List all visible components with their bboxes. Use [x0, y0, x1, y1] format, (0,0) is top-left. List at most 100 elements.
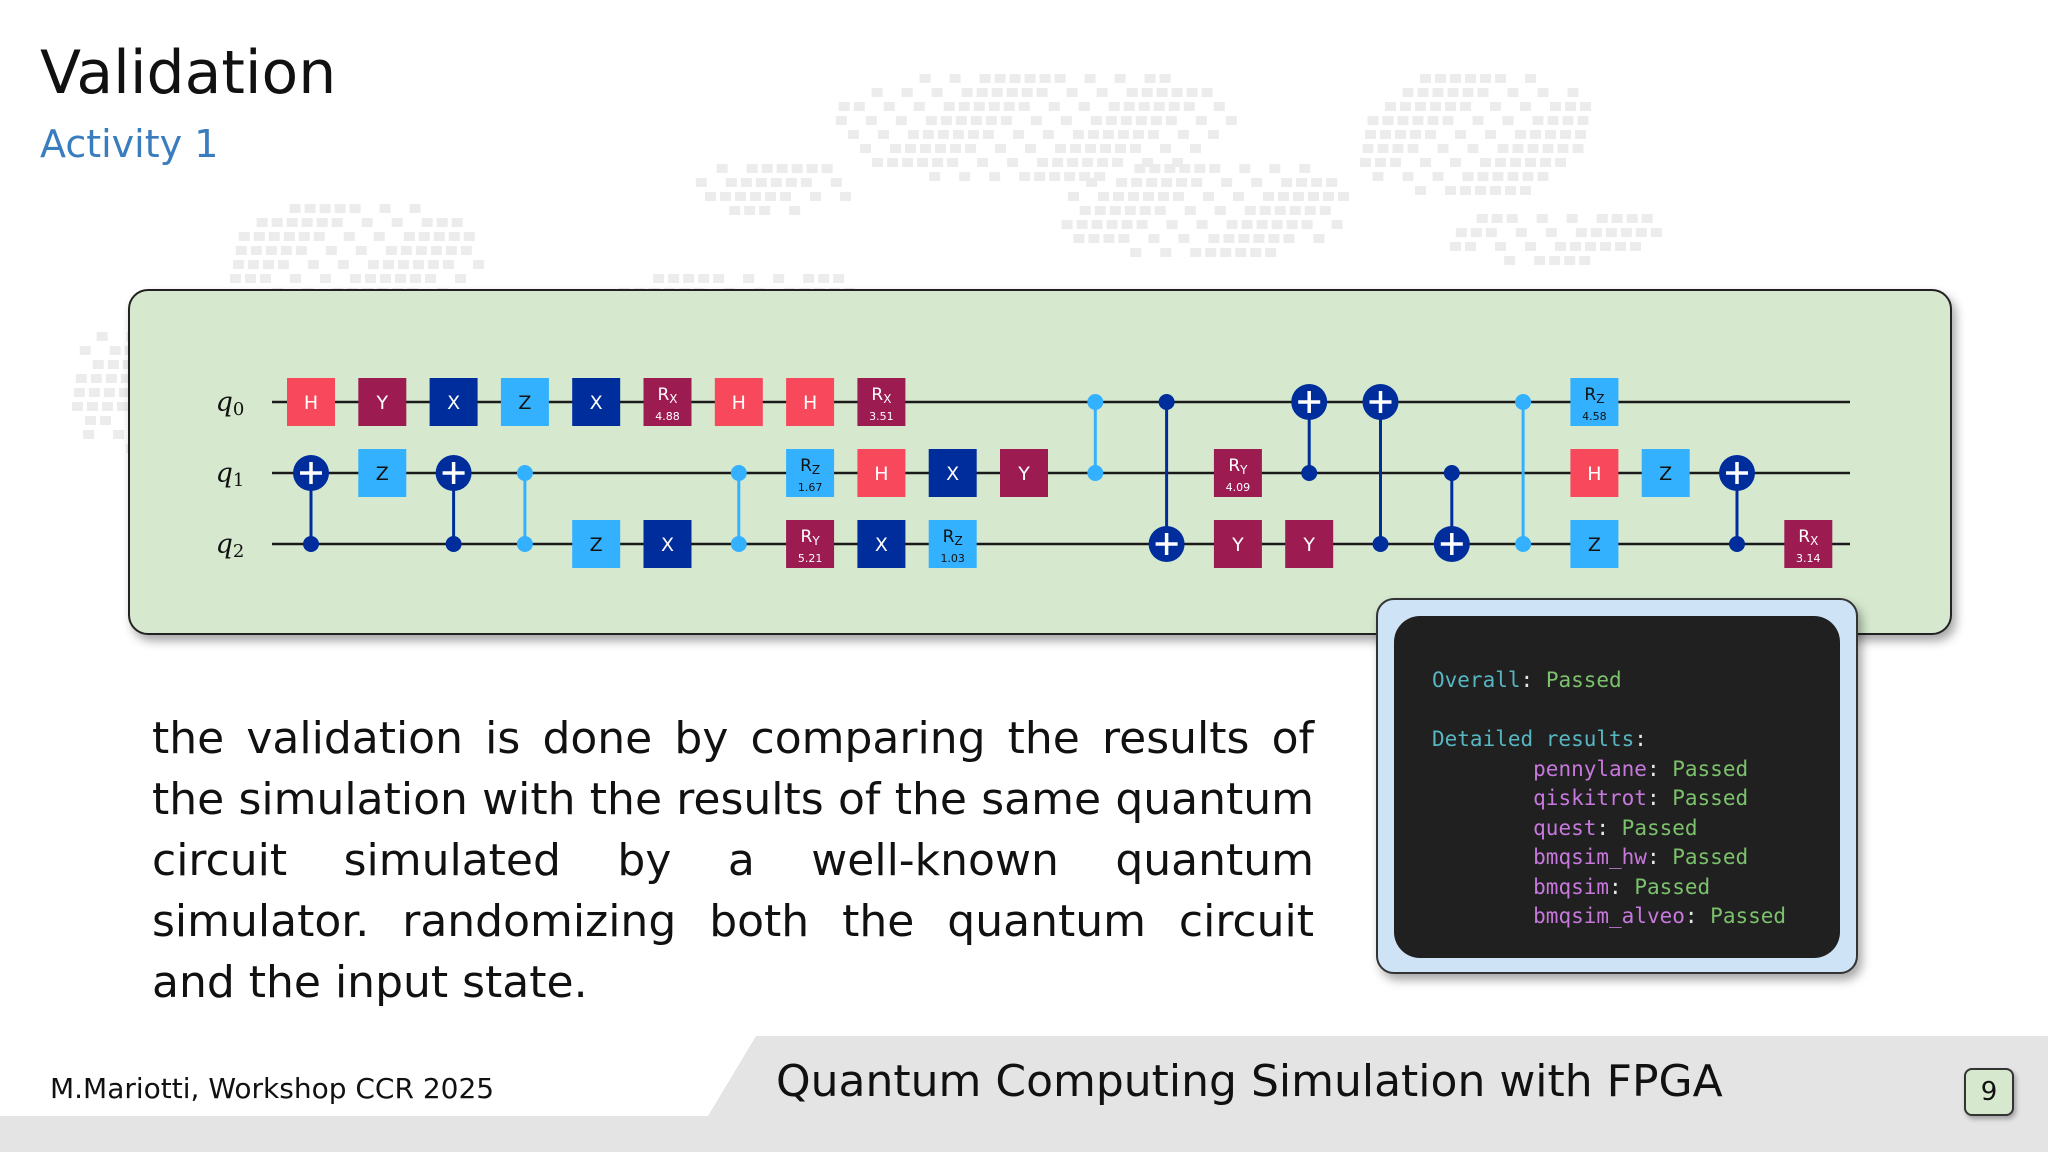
- control-dot: [1443, 465, 1460, 481]
- page-number: 9: [1964, 1068, 2014, 1116]
- cz-dot: [1087, 465, 1104, 481]
- gate-rz: [786, 449, 835, 497]
- footer-band: [708, 1036, 2048, 1116]
- gate-rx: [857, 378, 906, 426]
- gate-y: [358, 378, 407, 426]
- gate-x: [429, 378, 478, 426]
- cz-dot: [516, 536, 533, 552]
- gate-label: H: [1587, 463, 1601, 485]
- gate-label: H: [732, 392, 746, 414]
- gate-param: 4.09: [1226, 481, 1251, 494]
- control-dot: [1301, 465, 1318, 481]
- gate-label: X: [447, 392, 460, 414]
- footer: M.Mariotti, Workshop CCR 2025 Quantum Co…: [0, 1036, 2048, 1152]
- cz-dot: [1515, 536, 1532, 552]
- gate-y: [1000, 449, 1048, 497]
- gate-h: [786, 378, 835, 426]
- gate-label: X: [875, 534, 888, 556]
- gate-label: H: [304, 392, 318, 414]
- gate-label: Z: [376, 463, 389, 485]
- gate-z: [500, 378, 549, 426]
- simulator-name: bmqsim_hw: [1533, 845, 1647, 869]
- qubit-label: q0: [216, 387, 245, 420]
- simulator-status: Passed: [1710, 904, 1787, 928]
- cz-dot: [730, 465, 747, 481]
- gate-z: [1641, 449, 1690, 497]
- simulator-name: qiskitrot: [1533, 786, 1647, 810]
- gate-label: Z: [590, 534, 603, 556]
- gate-param: 3.14: [1796, 552, 1821, 565]
- simulator-name: bmqsim_alveo: [1533, 904, 1685, 928]
- simulator-status: Passed: [1621, 815, 1698, 840]
- qubit-label: q2: [216, 529, 245, 562]
- gate-y: [1213, 520, 1262, 568]
- terminal-frame: Overall: Passed Detailed results: pennyl…: [1376, 598, 1858, 974]
- control-dot: [445, 536, 462, 552]
- simulator-name: pennylane: [1533, 756, 1647, 781]
- cz-dot: [730, 536, 747, 552]
- detailed-key: Detailed results: [1432, 727, 1635, 751]
- body-text: the validation is done by comparing the …: [152, 713, 1314, 1008]
- result-line: bmqsim_hw: Passed: [1533, 845, 1749, 869]
- gate-y: [1285, 520, 1334, 568]
- result-line: pennylane: Passed: [1533, 756, 1749, 781]
- gate-h: [714, 378, 763, 426]
- gate-label: Z: [518, 392, 531, 414]
- control-dot: [303, 536, 319, 552]
- gate-label: Z: [1659, 463, 1672, 485]
- gate-x: [572, 378, 621, 426]
- footer-base: [0, 1116, 2048, 1152]
- simulator-status: Passed: [1672, 786, 1749, 810]
- gate-label: Z: [1588, 534, 1601, 556]
- control-dot: [1729, 536, 1745, 552]
- gate-label: Y: [1302, 534, 1315, 556]
- gate-x: [643, 520, 692, 568]
- gate-rx: [1784, 520, 1833, 568]
- slide-subtitle: Activity 1: [40, 122, 219, 166]
- footer-talk-title: Quantum Computing Simulation with FPGA: [776, 1056, 1723, 1107]
- result-line: bmqsim: Passed: [1533, 874, 1711, 899]
- cz-dot: [1515, 394, 1532, 410]
- overall-value: Passed: [1545, 668, 1622, 692]
- cz-dot: [1087, 394, 1104, 410]
- gate-rx: [643, 378, 692, 426]
- gate-param: 1.03: [940, 552, 965, 565]
- gate-label: X: [590, 392, 603, 414]
- simulator-status: Passed: [1634, 874, 1711, 899]
- overall-key: Overall: [1432, 668, 1521, 692]
- result-line: qiskitrot: Passed: [1533, 786, 1749, 810]
- gate-param: 4.58: [1582, 410, 1607, 423]
- gate-label: Y: [375, 392, 388, 414]
- gate-z: [1570, 520, 1619, 568]
- gate-label: X: [661, 534, 674, 556]
- gate-param: 3.51: [869, 410, 894, 423]
- gate-rz: [1570, 378, 1619, 426]
- gate-ry: [1213, 449, 1262, 497]
- simulator-status: Passed: [1672, 756, 1749, 781]
- footer-author: M.Mariotti, Workshop CCR 2025: [50, 1072, 495, 1105]
- result-line: quest: Passed: [1533, 815, 1698, 840]
- result-line: bmqsim_alveo: Passed: [1533, 904, 1787, 928]
- gate-x: [857, 520, 906, 568]
- gate-label: Y: [1231, 534, 1244, 556]
- qubit-label: q1: [216, 458, 245, 491]
- gate-label: H: [874, 463, 888, 485]
- simulator-name: quest: [1533, 815, 1597, 840]
- gate-x: [928, 449, 977, 497]
- simulator-status: Passed: [1672, 845, 1749, 869]
- gate-label: Y: [1017, 463, 1030, 485]
- gate-param: 5.21: [798, 552, 823, 565]
- gate-h: [1570, 449, 1619, 497]
- gate-label: H: [803, 392, 817, 414]
- gate-label: X: [946, 463, 959, 485]
- control-dot: [1372, 536, 1389, 552]
- gate-z: [358, 449, 407, 497]
- gate-h: [857, 449, 906, 497]
- slide-title: Validation: [40, 38, 337, 108]
- gate-z: [572, 520, 621, 568]
- gate-param: 4.88: [655, 410, 680, 423]
- gate-h: [287, 378, 335, 426]
- terminal-output: Overall: Passed Detailed results: pennyl…: [1394, 616, 1840, 958]
